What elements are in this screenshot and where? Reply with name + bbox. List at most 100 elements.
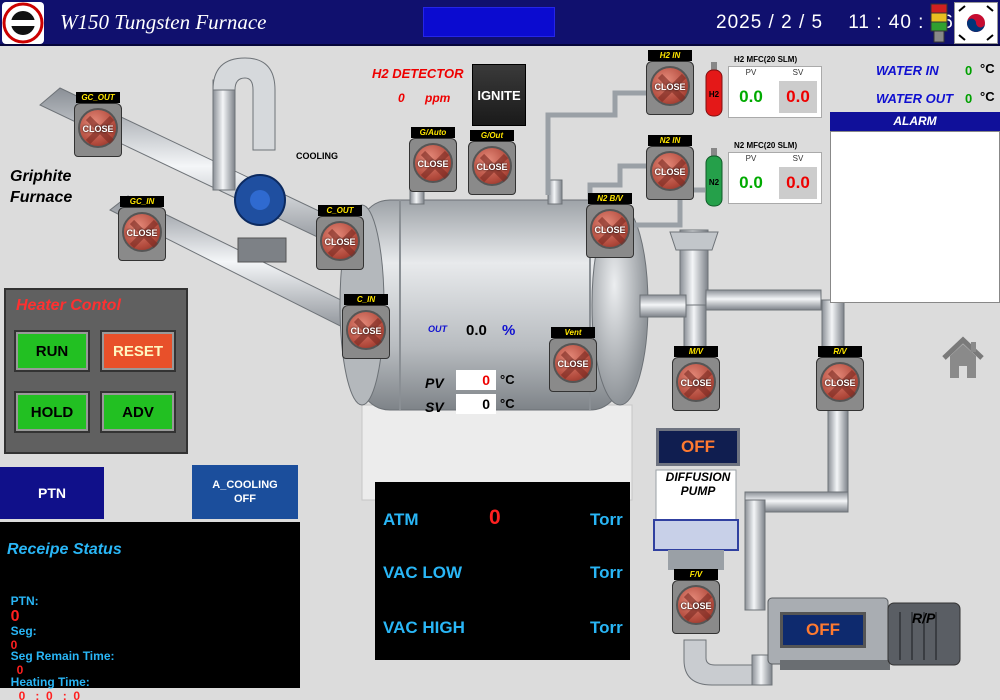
valve-gc-in[interactable]: GC_IN CLOSE [117, 196, 167, 262]
company-logo [2, 2, 44, 44]
atm-unit: Torr [590, 510, 623, 529]
atm-label: ATM [383, 510, 419, 529]
pipe-to-rp [744, 499, 766, 611]
vac-high-unit: Torr [590, 618, 623, 637]
valve-x-icon [597, 216, 627, 246]
furnace-name-label: Griphite Furnace [10, 168, 73, 206]
pv-value: 0 [456, 370, 496, 390]
pipe-top-right [705, 289, 822, 311]
seg-remain-value: 0 [16, 663, 24, 677]
valve-rv[interactable]: R/V CLOSE [815, 346, 865, 412]
out-value: 0.0 [466, 322, 487, 339]
reset-button[interactable]: RESET [100, 330, 176, 372]
h2-mfc-sv[interactable]: 0.0 [779, 81, 817, 113]
valve-n2-bv[interactable]: N2 B/V CLOSE [585, 193, 635, 259]
home-icon[interactable] [940, 334, 986, 382]
valve-x-icon [353, 317, 383, 347]
n2-mfc-pv-label: PV [745, 154, 757, 163]
ignite-button[interactable]: IGNITE [472, 64, 526, 126]
valve-vent[interactable]: Vent CLOSE [548, 327, 598, 393]
valve-x-icon [560, 350, 590, 380]
alarm-list[interactable] [830, 131, 1000, 303]
valve-label: G/Auto [411, 127, 455, 138]
pressure-panel [375, 482, 630, 660]
pv-unit: °C [500, 372, 515, 387]
valve-label: C_IN [344, 294, 388, 305]
out-label: OUT [428, 324, 447, 334]
h2-detector-value: 0 [398, 91, 405, 105]
valve-label: N2 IN [648, 135, 692, 146]
valve-n2-in[interactable]: N2 IN CLOSE [645, 135, 695, 201]
valve-x-icon [683, 592, 713, 622]
h2-detector-unit: ppm [425, 91, 451, 105]
h2-cylinder-label: H2 [708, 90, 720, 99]
sv-value[interactable]: 0 [456, 394, 496, 414]
signal-tower-icon [928, 2, 950, 44]
ptn-status: PTN: 0 [4, 580, 39, 626]
seg-remain-status: Seg Remain Time: 0 [4, 635, 115, 677]
vac-high-label: VAC HIGH [383, 618, 465, 637]
a-cooling-button[interactable]: A_COOLING OFF [192, 465, 298, 519]
alarm-header: ALARM [830, 112, 1000, 131]
header-blank-field [423, 7, 555, 37]
valve-label: G/Out [470, 130, 514, 141]
water-in-value: 0 [965, 63, 973, 78]
heater-control-title: Heater Contol [16, 297, 121, 314]
valve-label: Vent [551, 327, 595, 338]
seg-status-label: Seg: [10, 624, 37, 638]
diffusion-pump-toggle[interactable]: OFF [656, 428, 740, 466]
run-button[interactable]: RUN [14, 330, 90, 372]
valve-gc-out[interactable]: GC_OUT CLOSE [73, 92, 123, 158]
n2-cylinder-label: N2 [708, 178, 720, 187]
valve-state: CLOSE [350, 326, 382, 336]
valve-state: CLOSE [126, 228, 158, 238]
h2-mfc-pv-label: PV [745, 68, 757, 77]
valve-c-in[interactable]: C_IN CLOSE [341, 294, 391, 360]
heating-time-value: 0 : 0 : 0 [18, 689, 81, 700]
pipe-cooling-up [212, 79, 236, 191]
valve-label: R/V [818, 346, 862, 357]
valve-g-out[interactable]: G/Out CLOSE [467, 130, 517, 196]
seg-status: Seg: 0 [4, 610, 37, 652]
korea-flag-icon[interactable] [954, 2, 998, 44]
ptn-status-value: 0 [10, 608, 20, 625]
h2-cylinder: H2 [705, 62, 723, 118]
valve-mv[interactable]: M/V CLOSE [671, 346, 721, 412]
diffusion-pump-label: DIFFUSION PUMP [665, 470, 731, 498]
ptn-button[interactable]: PTN [0, 467, 104, 519]
rotary-pump-label: R/P [912, 610, 936, 626]
valve-h2-in[interactable]: H2 IN CLOSE [645, 50, 695, 116]
valve-g-auto[interactable]: G/Auto CLOSE [408, 127, 458, 193]
pipe-rv-down [827, 409, 849, 496]
pipe-tank-out [639, 294, 687, 318]
valve-x-icon [827, 369, 857, 399]
a-cooling-state: OFF [234, 493, 256, 505]
pv-label: PV [425, 375, 444, 391]
valve-label: M/V [674, 346, 718, 357]
water-out-unit: °C [980, 89, 995, 104]
app-title: W150 Tungsten Furnace [60, 10, 267, 34]
line-n2 [587, 163, 650, 200]
adv-button[interactable]: ADV [100, 391, 176, 433]
rotary-pump-toggle[interactable]: OFF [780, 612, 866, 648]
valve-state: CLOSE [680, 601, 712, 611]
seg-remain-label: Seg Remain Time: [10, 649, 115, 663]
valve-fv[interactable]: F/V CLOSE [671, 569, 721, 635]
recipe-status-title: Receipe Status [7, 541, 122, 558]
water-out-label: WATER OUT [876, 91, 954, 106]
diffusion-pump-body [655, 469, 737, 521]
valve-c-out[interactable]: C_OUT CLOSE [315, 205, 365, 271]
valve-x-icon [85, 115, 115, 145]
valve-state: CLOSE [680, 378, 712, 388]
valve-state: CLOSE [324, 237, 356, 247]
line-h2 [545, 90, 650, 195]
atm-value: 0 [489, 506, 501, 529]
n2-mfc-sv[interactable]: 0.0 [779, 167, 817, 199]
valve-state: CLOSE [557, 359, 589, 369]
valve-x-icon [327, 228, 357, 258]
water-in-unit: °C [980, 61, 995, 76]
hold-button[interactable]: HOLD [14, 391, 90, 433]
cooling-pump-stand [237, 237, 287, 263]
sv-label: SV [425, 399, 444, 415]
